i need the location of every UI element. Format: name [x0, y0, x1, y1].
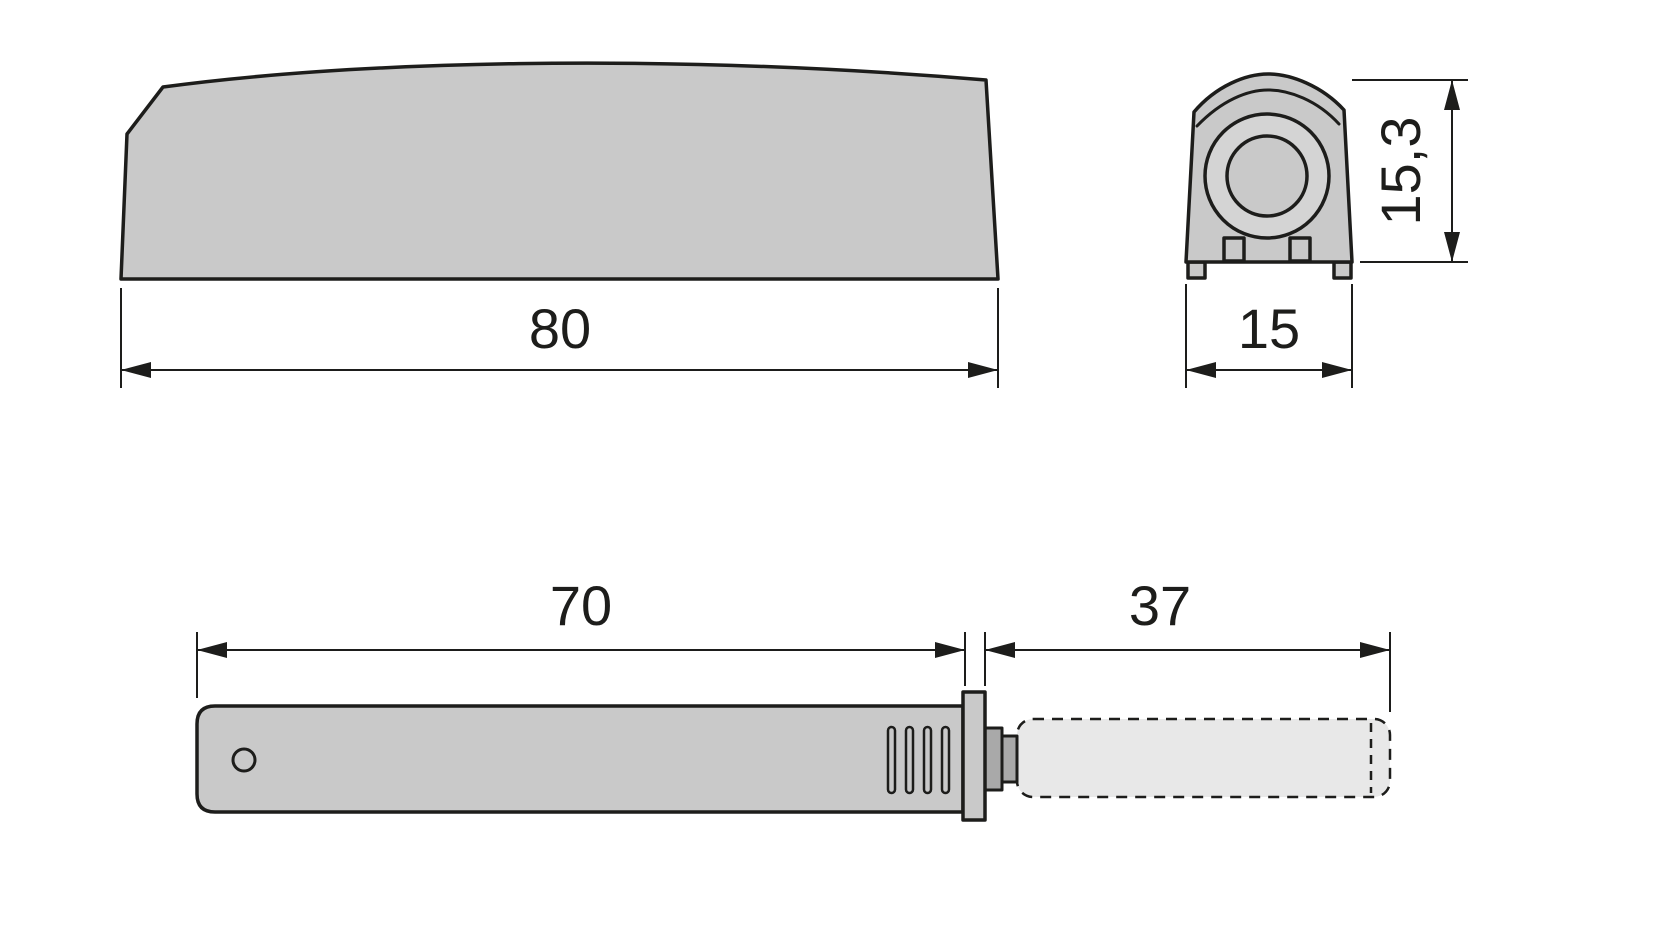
cylinder-inner-circle — [1225, 134, 1309, 218]
side-view: 80 — [119, 61, 1000, 388]
cap-seam-line — [1195, 88, 1341, 128]
end-width-dim-label: 15 — [1238, 297, 1300, 360]
vent-slot-2 — [904, 725, 915, 795]
vent-slot-3 — [922, 725, 933, 795]
end-view: 15 15,3 — [1184, 72, 1468, 388]
plan-view: 70 37 — [195, 574, 1392, 822]
end-width-arrow-left — [1186, 362, 1216, 378]
body-length-dim-label: 70 — [550, 574, 612, 637]
collar-step-inner — [1000, 734, 1019, 784]
latch-body-outline — [195, 704, 965, 814]
body-length-arrow-left — [197, 642, 227, 658]
vent-slot-1 — [886, 725, 897, 795]
side-length-arrow-right — [968, 362, 998, 378]
plunger-dashed-outline — [1015, 717, 1392, 799]
end-height-arrow-top — [1444, 80, 1460, 110]
side-length-arrow-left — [121, 362, 151, 378]
body-length-arrow-right — [935, 642, 965, 658]
plunger-travel-arrow-left — [985, 642, 1015, 658]
collar-step-outer — [983, 726, 1004, 792]
side-length-dim-label: 80 — [529, 297, 591, 360]
vent-slot-4 — [940, 725, 951, 795]
end-width-arrow-right — [1322, 362, 1352, 378]
flange — [961, 690, 987, 822]
mount-foot-right — [1332, 260, 1353, 280]
cylinder-tab-left — [1222, 236, 1246, 263]
end-height-dim-label: 15,3 — [1369, 117, 1432, 226]
mounting-hole — [231, 747, 257, 773]
plunger-travel-arrow-right — [1360, 642, 1390, 658]
cylinder-tab-right — [1288, 236, 1312, 263]
housing-side-outline — [119, 61, 1000, 281]
plunger-travel-dim-label: 37 — [1129, 574, 1191, 637]
end-height-arrow-bottom — [1444, 232, 1460, 262]
mount-foot-left — [1186, 260, 1207, 280]
